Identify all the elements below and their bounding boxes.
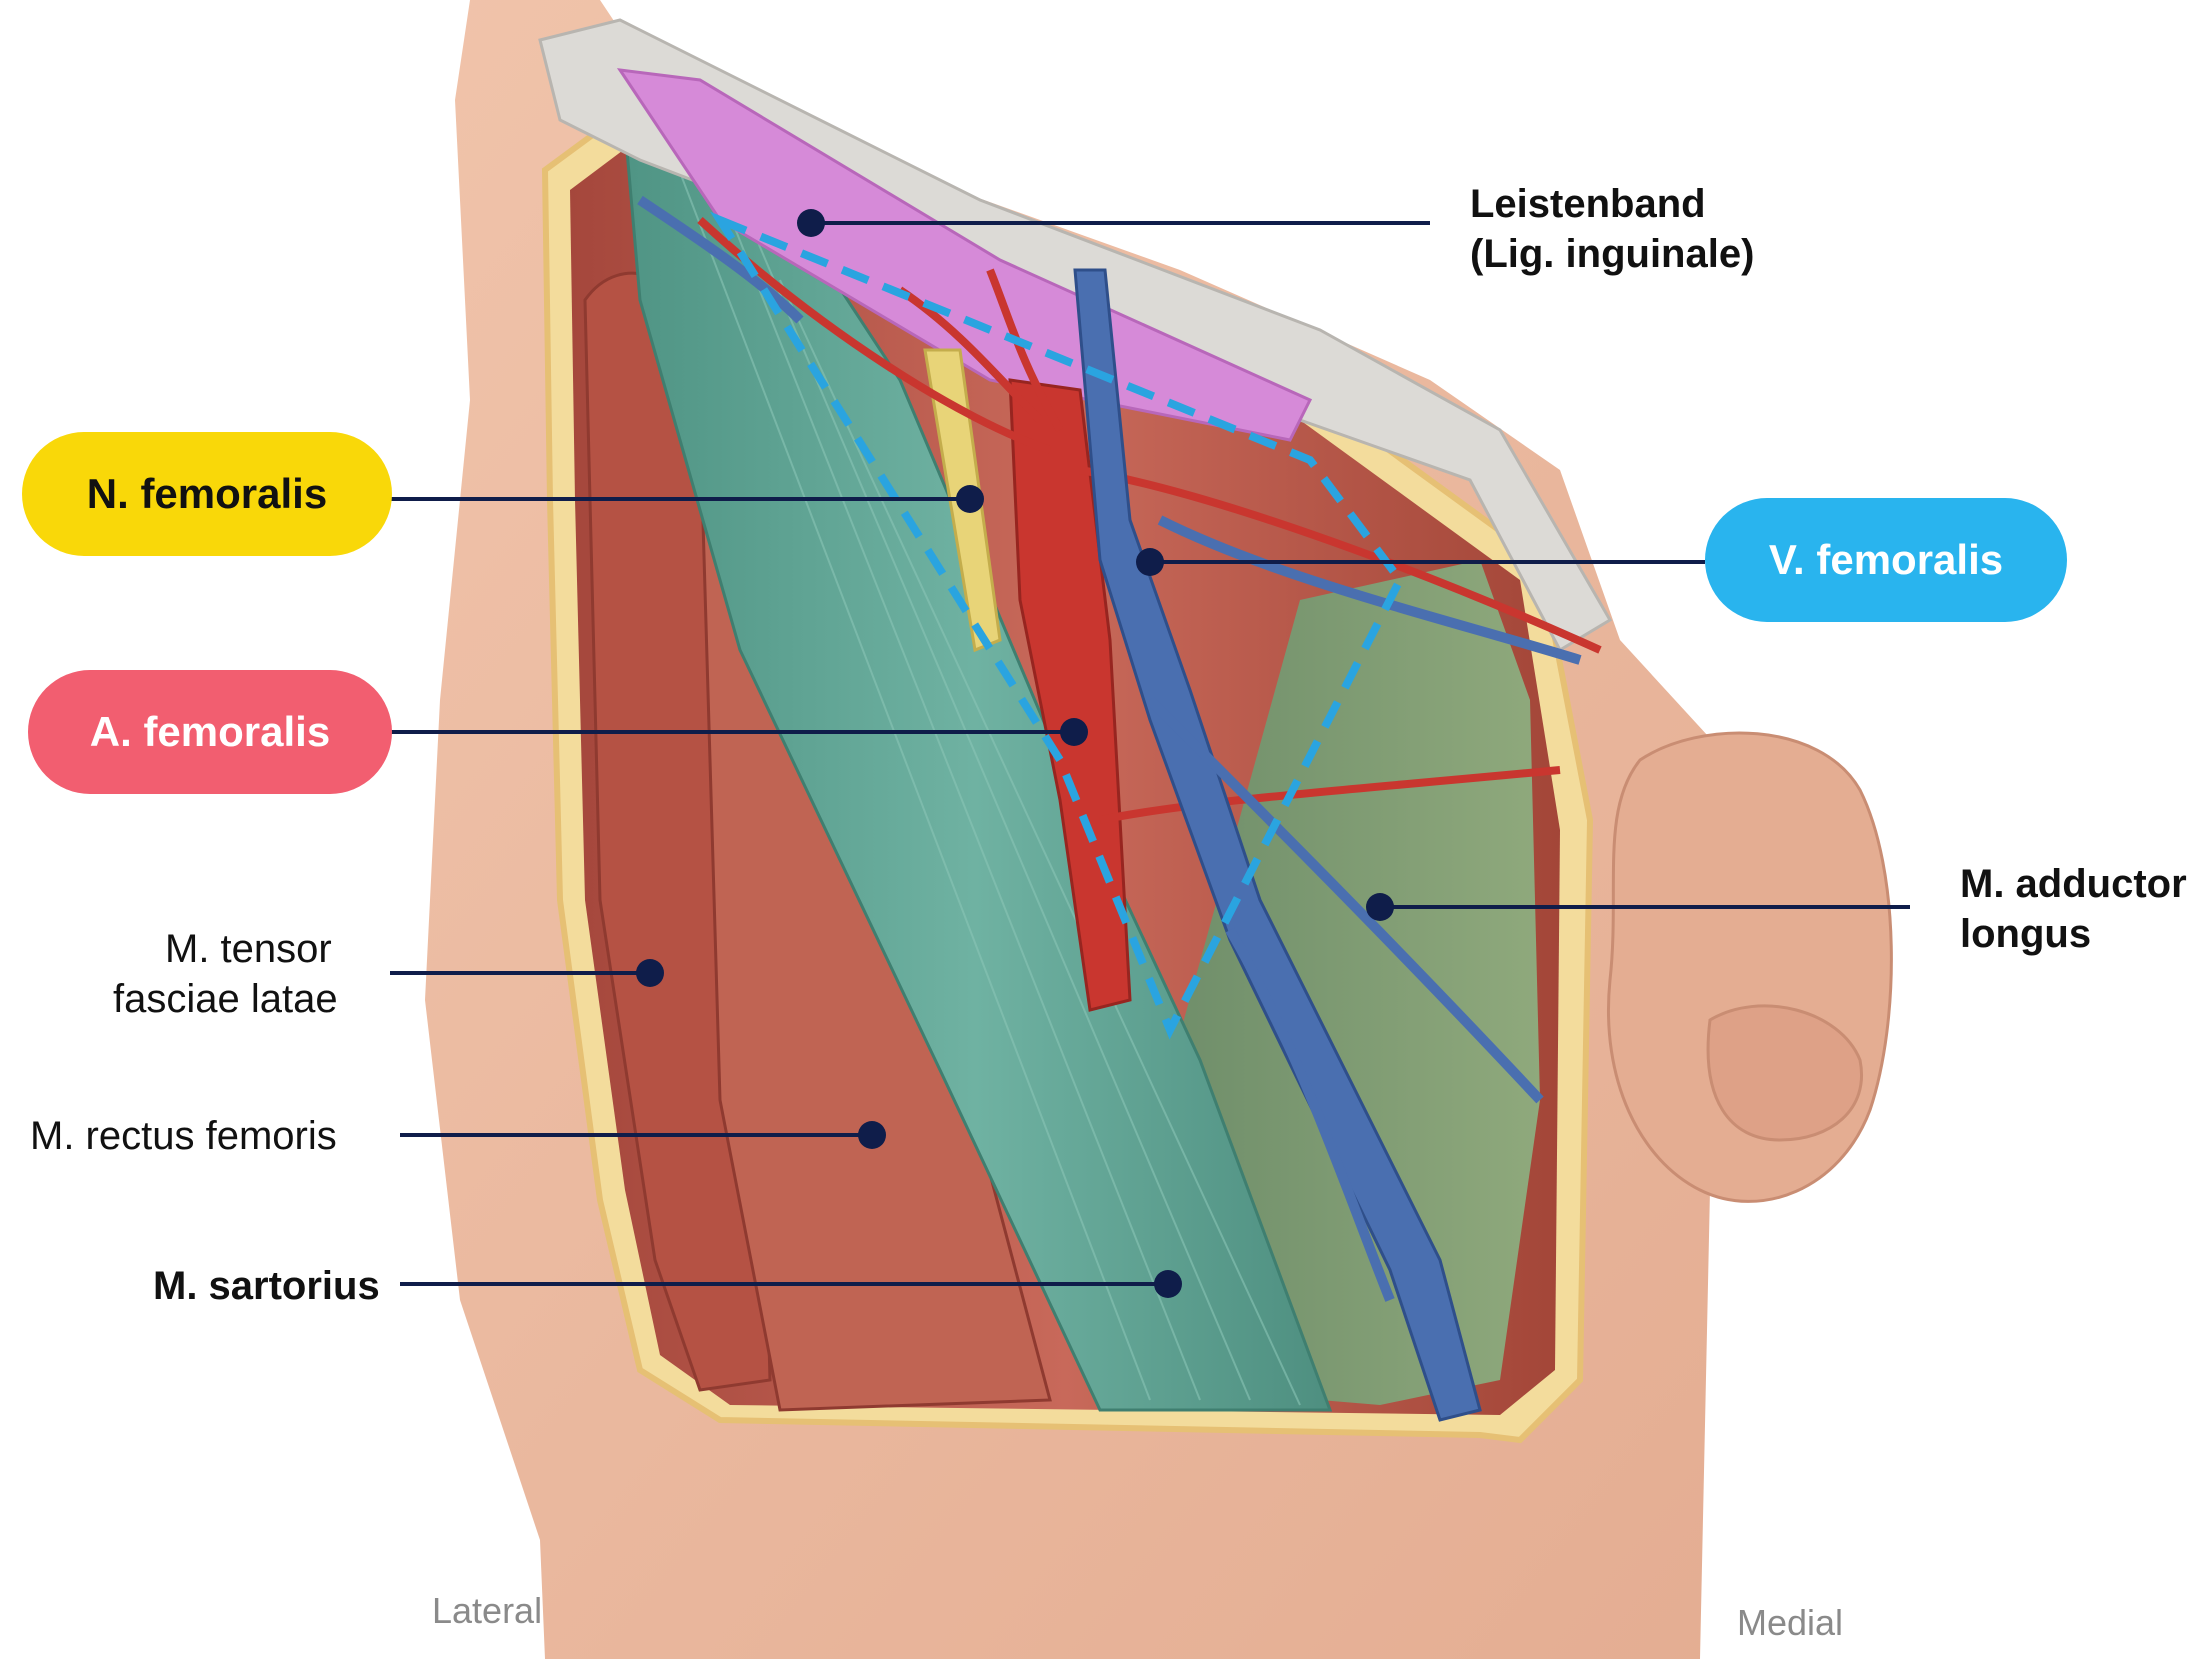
dot-v-femoralis [1136,548,1164,576]
dot-rectus [858,1121,886,1149]
leader-dots [636,209,1394,1298]
label-rectus-femoris: M. rectus femoris [30,1114,337,1158]
pill-n-femoralis: N. femoralis [22,432,392,556]
label-lateral: Lateral [432,1590,543,1631]
dot-tensor [636,959,664,987]
label-v-femoralis: V. femoralis [1768,536,2004,583]
adductor-longus-muscle [1170,560,1540,1405]
pill-v-femoralis: V. femoralis [1705,498,2067,622]
sartorius-fibers [659,119,1301,1406]
leader-lines [390,221,1910,1286]
dot-leistenband [797,209,825,237]
label-tensor-line2: fasciae latae [113,977,338,1021]
femoral-triangle-outline [709,211,1405,1040]
femoral-artery [1008,378,1132,1012]
label-sartorius: M. sartorius [153,1264,380,1308]
femoral-vein [1073,268,1482,1422]
pill-a-femoralis: A. femoralis [28,670,392,794]
vein-branches [637,195,1582,1302]
label-adductor-line2: longus [1960,912,2092,956]
label-adductor-line1: M. adductor [1960,862,2187,906]
label-n-femoralis: N. femoralis [86,470,328,517]
dot-adductor [1366,893,1394,921]
label-lig-inguinale: (Lig. inguinale) [1470,232,1755,276]
dot-n-femoralis [956,485,984,513]
dot-sartorius [1154,1270,1182,1298]
medial-skin-fold-tip [1706,1004,1863,1142]
dot-a-femoralis [1060,718,1088,746]
label-tensor-line1: M. tensor [165,927,332,971]
label-leistenband: Leistenband [1470,182,1706,226]
inguinal-ligament [616,68,1313,442]
label-medial: Medial [1737,1602,1844,1643]
label-a-femoralis: A. femoralis [89,708,331,755]
